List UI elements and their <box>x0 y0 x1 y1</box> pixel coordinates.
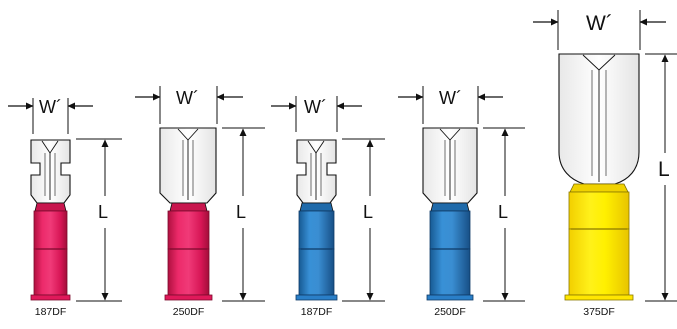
terminal-metal-contact <box>558 53 640 185</box>
terminal-label: 187DF <box>301 306 333 318</box>
length-symbol: L <box>236 202 246 222</box>
length-dimension: L <box>342 138 385 302</box>
terminal-label: 187DF <box>35 306 67 318</box>
insulation-sleeve <box>564 183 634 301</box>
length-symbol: L <box>498 202 508 222</box>
terminal-metal-contact <box>159 127 217 204</box>
width-symbol: W´ <box>39 97 62 117</box>
insulation-sleeve <box>426 202 474 301</box>
width-symbol: W´ <box>176 88 199 108</box>
length-symbol: L <box>363 202 373 222</box>
width-dimension: W´ <box>533 10 666 50</box>
insulation-sleeve <box>30 202 71 301</box>
width-symbol: W´ <box>439 88 462 108</box>
terminal-label: 250DF <box>173 306 205 318</box>
terminal-label: 250DF <box>434 306 466 318</box>
width-symbol: W´ <box>304 97 327 117</box>
terminal-metal-contact <box>30 139 71 204</box>
insulation-sleeve <box>295 202 338 301</box>
width-dimension: W´ <box>271 96 362 132</box>
length-symbol: L <box>658 158 670 181</box>
terminal-2: W´ L 250DF <box>135 86 265 318</box>
width-symbol: W´ <box>586 12 613 35</box>
width-dimension: W´ <box>8 97 93 134</box>
length-dimension: L <box>645 53 677 302</box>
terminal-1: W´ L 187DF <box>8 97 122 318</box>
insulation-sleeve <box>164 202 213 301</box>
terminal-3: W´ L 187DF <box>271 96 385 318</box>
width-dimension: W´ <box>135 86 243 124</box>
length-dimension: L <box>222 127 265 302</box>
terminal-metal-contact <box>422 127 478 204</box>
terminal-4: W´ L 250DF <box>398 86 525 318</box>
length-dimension: L <box>483 127 525 302</box>
length-symbol: L <box>98 202 108 222</box>
length-dimension: L <box>76 138 122 302</box>
terminal-5: W´ L 375DF <box>533 10 677 318</box>
terminal-label: 375DF <box>583 306 615 318</box>
width-dimension: W´ <box>398 86 503 124</box>
terminal-metal-contact <box>296 139 337 204</box>
